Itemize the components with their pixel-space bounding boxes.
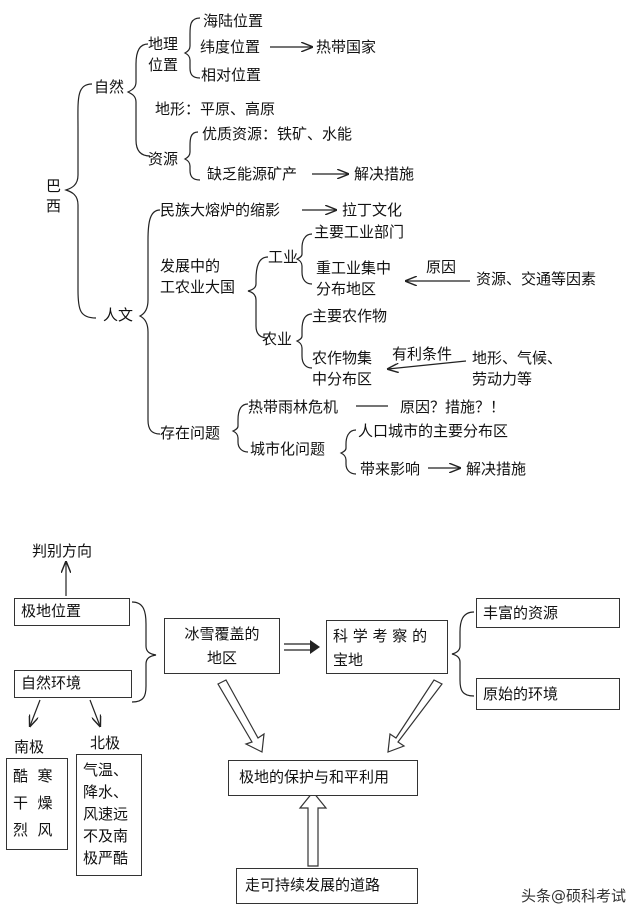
developing-country: 发展中的 工农业大国 [160, 257, 236, 296]
brazil-title: 巴 西 [46, 177, 62, 215]
industry-label: 工业 [268, 248, 299, 266]
resource-measure: 解决措施 [354, 165, 415, 183]
agriculture-label: 农业 [262, 330, 293, 348]
urban-measure: 解决措施 [466, 460, 527, 478]
rainforest-crisis: 热带雨林危机 [248, 398, 339, 416]
ice-covered-box: 冰雪覆盖的 地区 [164, 618, 280, 674]
watermark: 头条@硕科考试 [520, 887, 626, 905]
rainforest-question: 原因？措施？！ [400, 398, 506, 416]
agriculture-condition-label: 有利条件 [392, 345, 453, 363]
judge-direction: 判别方向 [32, 542, 93, 560]
melting-pot: 民族大熔炉的缩影 [160, 201, 281, 219]
problems-label: 存在问题 [160, 424, 221, 442]
terrain-text: 地形：平原、高原 [155, 100, 276, 118]
geo-item-sea-land: 海陆位置 [203, 12, 264, 30]
south-pole-box: 酷 寒 干 燥 烈 风 [6, 758, 68, 850]
north-pole-label: 北极 [90, 734, 121, 752]
lack-energy: 缺乏能源矿产 [207, 165, 298, 183]
south-pole-label: 南极 [14, 738, 45, 756]
nature-label: 自然 [94, 78, 125, 96]
protection-box: 极地的保护与和平利用 [228, 760, 418, 796]
science-treasure-box: 科 学 考 察 的 宝地 [326, 620, 448, 674]
natural-environment-box: 自然环境 [14, 670, 132, 698]
rich-resources-box: 丰富的资源 [476, 598, 620, 628]
urbanization-problem: 城市化问题 [250, 440, 326, 458]
urban-effect: 带来影响 [360, 460, 421, 478]
polar-position-box: 极地位置 [14, 598, 130, 626]
geo-result-tropical: 热带国家 [316, 38, 377, 56]
crop-distribution: 农作物集 中分布区 [312, 349, 373, 388]
agriculture-main: 主要农作物 [312, 307, 388, 325]
urban-distribution: 人口城市的主要分布区 [358, 422, 509, 440]
heavy-industry-area: 重工业集中 分布地区 [316, 259, 392, 298]
industry-main: 主要工业部门 [314, 223, 405, 241]
resources-label: 资源 [148, 150, 179, 168]
sustainable-path-box: 走可持续发展的道路 [236, 868, 418, 904]
agriculture-condition: 地形、气候、 劳动力等 [472, 349, 563, 388]
industry-reason: 资源、交通等因素 [476, 270, 597, 288]
geo-position-label: 地理 位置 [148, 35, 179, 74]
pristine-environment-box: 原始的环境 [476, 678, 620, 710]
geo-item-latitude: 纬度位置 [200, 38, 261, 56]
latin-culture: 拉丁文化 [342, 201, 403, 219]
industry-reason-label: 原因 [426, 258, 457, 276]
north-pole-box: 气温、 降水、 风速远 不及南 极严酷 [76, 754, 142, 876]
geo-item-relative: 相对位置 [201, 66, 262, 84]
humanity-label: 人文 [103, 306, 134, 324]
quality-resources: 优质资源：铁矿、水能 [202, 125, 353, 143]
